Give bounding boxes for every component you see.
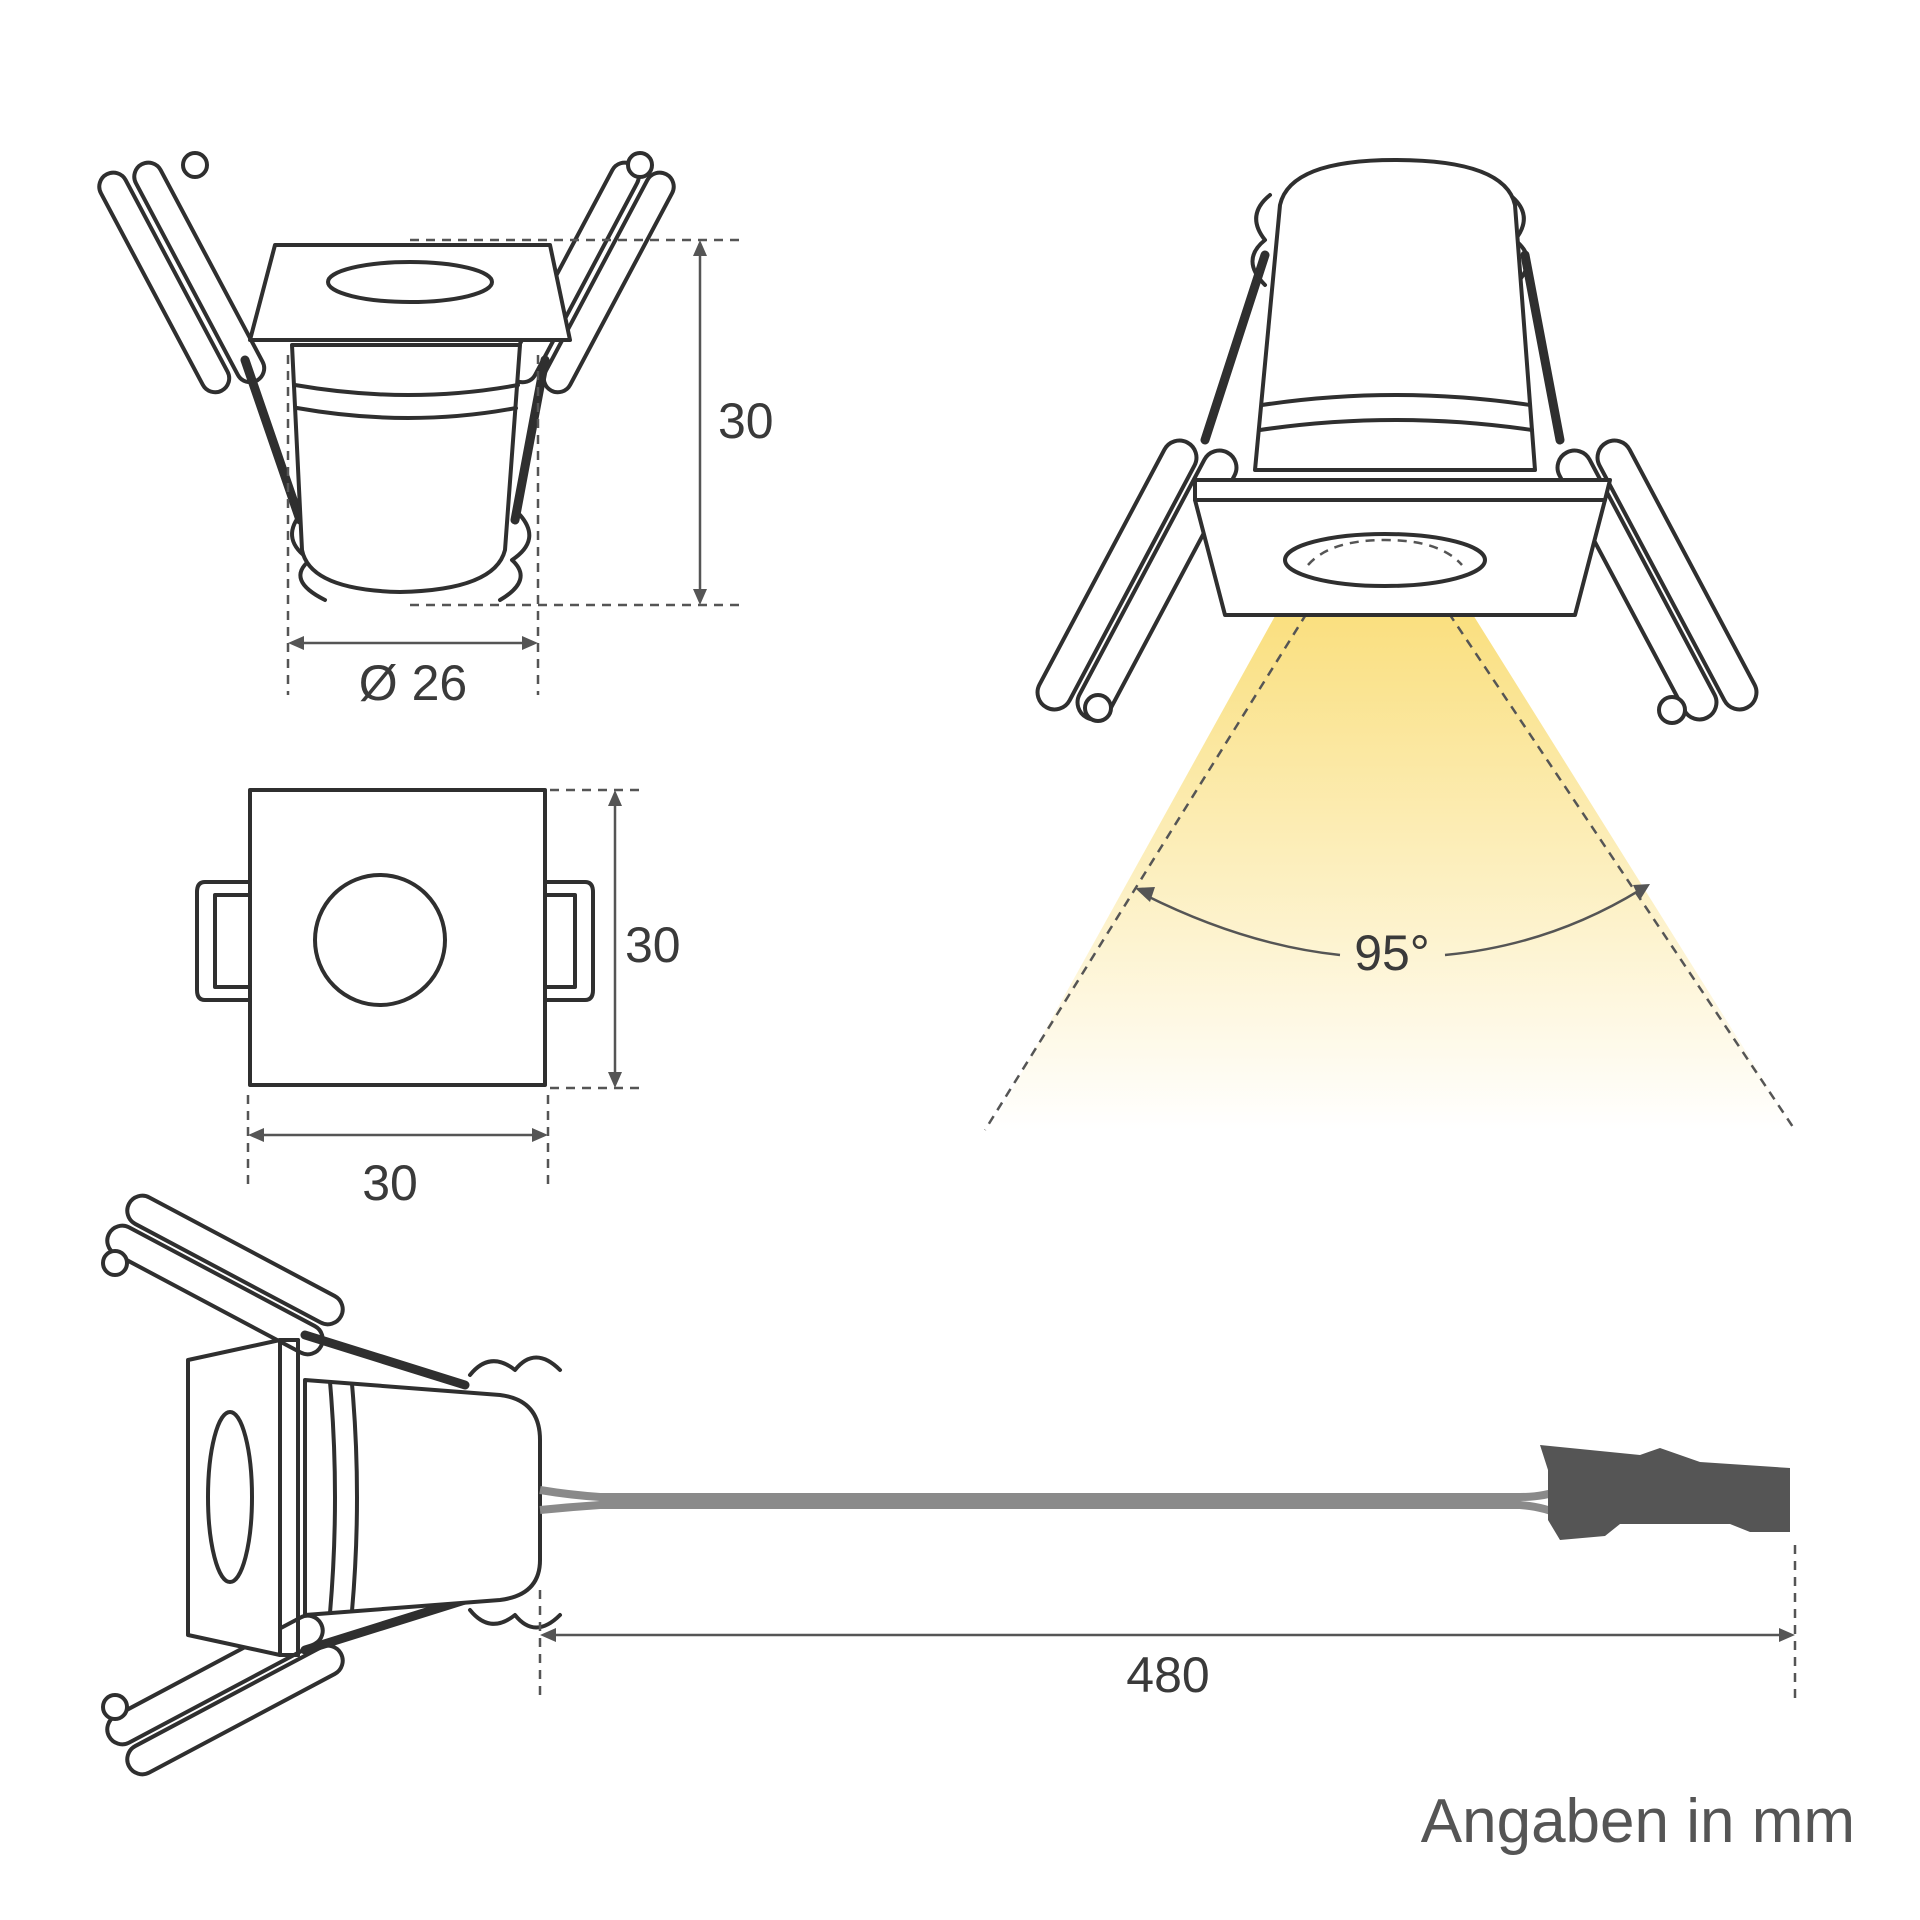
- beam-left-spring: [1035, 250, 1270, 723]
- side-view: 30 Ø 26: [97, 151, 774, 711]
- housing: [290, 343, 522, 594]
- top-lens: [313, 873, 447, 1007]
- cable: [539, 1486, 1562, 1501]
- beam-angle-label: 95°: [1354, 925, 1430, 981]
- connector: [1540, 1445, 1790, 1540]
- beam-housing: [1253, 158, 1537, 472]
- side-height-label: 30: [718, 393, 774, 449]
- top-width-label: 30: [362, 1155, 418, 1211]
- top-view: 30 30: [195, 788, 681, 1211]
- top-height-label: 30: [625, 917, 681, 973]
- beam-view: 95°: [983, 158, 1797, 1131]
- cable-length-label: 480: [1126, 1647, 1209, 1703]
- left-spring: [97, 151, 305, 525]
- side-diameter-label: Ø 26: [359, 655, 467, 711]
- units-note: Angaben in mm: [1421, 1787, 1855, 1856]
- light-beam: [990, 562, 1795, 1130]
- cable-view: 480: [101, 1193, 1797, 1777]
- cable-housing: [303, 1378, 542, 1617]
- cable-lower-spring: [101, 1595, 470, 1777]
- cable-upper-spring: [101, 1193, 470, 1390]
